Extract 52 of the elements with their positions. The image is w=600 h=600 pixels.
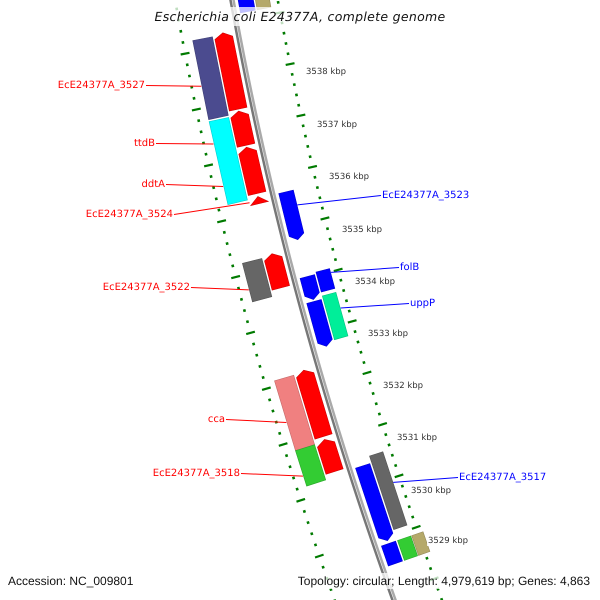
gene-feature: [264, 253, 290, 291]
gene-label: uppP: [410, 298, 436, 309]
gene-feature: [274, 374, 315, 452]
gene-feature: [300, 274, 320, 300]
scale-label: 3530 kbp: [410, 486, 452, 496]
scale-label: 3537 kbp: [316, 120, 358, 130]
leader-line: [156, 143, 214, 145]
scale-label: 3531 kbp: [396, 433, 438, 443]
gene-label: EcE24377A_3524: [86, 209, 173, 220]
leader-line: [166, 184, 224, 188]
gene-feature: [296, 370, 332, 440]
scale-label: 3538 kbp: [305, 67, 348, 77]
gene-label: ttdB: [134, 138, 155, 149]
gene-feature: [192, 36, 229, 120]
gene-label: EcE24377A_3527: [58, 80, 145, 91]
gene-label: folB: [400, 262, 420, 273]
gene-label: ddtA: [142, 179, 165, 190]
scale-label: 3529 kbp: [427, 536, 470, 546]
leader-line: [330, 267, 400, 273]
leader-line: [240, 473, 304, 477]
gene-label: EcE24377A_3523: [382, 190, 470, 201]
gene-feature: [295, 444, 326, 486]
scale-label: 3533 kbp: [367, 329, 410, 339]
leader-line: [174, 202, 250, 215]
gene-feature: [242, 258, 272, 302]
scale-label: 3535 kbp: [341, 225, 384, 235]
leader-line: [340, 303, 410, 309]
gene-feature: [230, 110, 256, 148]
gene-label: EcE24377A_3522: [102, 282, 190, 293]
gene-feature: [355, 463, 394, 541]
scale-label: 3532 kbp: [382, 381, 424, 391]
gene-feature: [316, 268, 336, 292]
footer-text: Accession: NC_009801: [6, 573, 136, 589]
gene-feature: [278, 190, 304, 240]
leader-line: [296, 195, 382, 206]
leader-line: [146, 85, 202, 87]
gene-label: cca: [208, 414, 225, 425]
gene-feature: [381, 540, 403, 566]
gene-label: EcE24377A_3518: [152, 468, 240, 479]
gene-feature: [397, 536, 418, 561]
scale-label: 3534 kbp: [354, 277, 396, 287]
leader-line: [190, 287, 250, 290]
gene-feature: [369, 451, 408, 530]
scale-label: 3536 kbp: [328, 172, 370, 182]
gene-feature: [208, 117, 248, 206]
gene-feature: [322, 292, 348, 340]
leader-line: [226, 419, 287, 423]
footer-text: Topology: circular; Length: 4,979,619 bp; Genes: 4,863: [296, 573, 592, 589]
gene-feature: [411, 531, 430, 556]
leader-line: [392, 477, 458, 483]
gene-label: EcE24377A_3517: [459, 472, 546, 483]
gene-feature: [317, 439, 344, 475]
